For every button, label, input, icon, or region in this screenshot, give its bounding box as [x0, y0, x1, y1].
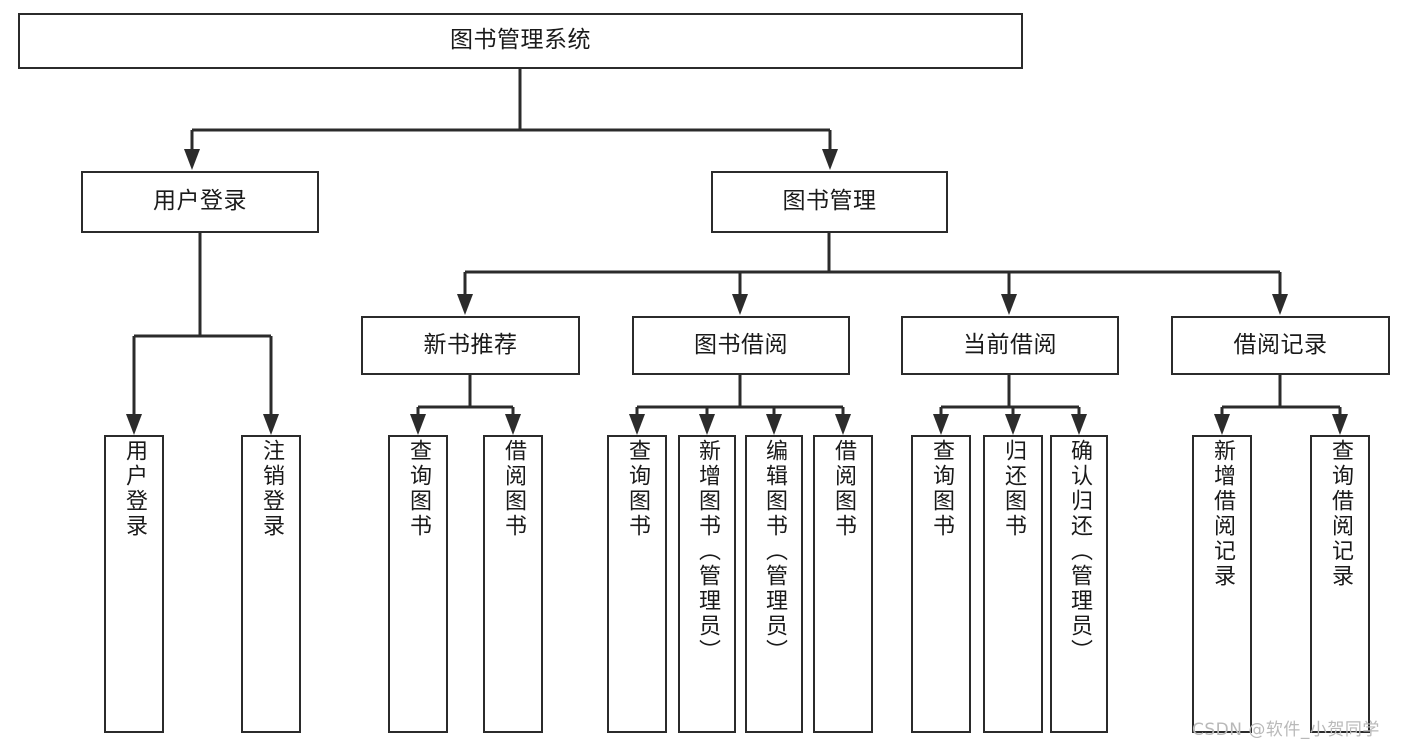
node-label-book-manage: 图书管理 — [782, 188, 877, 215]
node-book-manage: 图书管理 — [711, 171, 948, 233]
node-label-leaf-user-login: 用户登录 — [122, 439, 147, 539]
node-label-leaf-query-book-2: 查询图书 — [625, 439, 650, 539]
node-leaf-add-borrow-record: 新增借阅记录 — [1192, 435, 1252, 733]
node-leaf-confirm-return-admin: 确认归还（管理员） — [1050, 435, 1108, 733]
node-label-leaf-logout: 注销登录 — [259, 439, 284, 539]
node-current-borrow: 当前借阅 — [901, 316, 1119, 375]
node-leaf-return-book: 归还图书 — [983, 435, 1043, 733]
node-root: 图书管理系统 — [18, 13, 1023, 69]
node-leaf-user-login: 用户登录 — [104, 435, 164, 733]
node-leaf-query-borrow-record: 查询借阅记录 — [1310, 435, 1370, 733]
node-label-leaf-add-book-admin: 新增图书（管理员） — [695, 439, 720, 664]
node-label-book-borrow: 图书借阅 — [694, 331, 788, 358]
node-label-leaf-query-borrow-record: 查询借阅记录 — [1328, 439, 1353, 589]
node-label-user-login: 用户登录 — [153, 188, 247, 215]
node-leaf-query-book-2: 查询图书 — [607, 435, 667, 733]
node-book-borrow: 图书借阅 — [632, 316, 850, 375]
node-leaf-borrow-book-2: 借阅图书 — [813, 435, 873, 733]
node-user-login: 用户登录 — [81, 171, 319, 233]
node-label-borrow-record: 借阅记录 — [1233, 331, 1328, 358]
node-leaf-logout: 注销登录 — [241, 435, 301, 733]
csdn-watermark: CSDN @软件_小贺同学 — [1192, 720, 1380, 740]
node-label-leaf-edit-book-admin: 编辑图书（管理员） — [762, 439, 787, 664]
node-borrow-record: 借阅记录 — [1171, 316, 1390, 375]
node-label-leaf-return-book: 归还图书 — [1001, 439, 1026, 539]
node-leaf-query-book-1: 查询图书 — [388, 435, 448, 733]
node-label-leaf-confirm-return-admin: 确认归还（管理员） — [1067, 439, 1092, 664]
node-leaf-query-book-3: 查询图书 — [911, 435, 971, 733]
node-label-leaf-borrow-book-2: 借阅图书 — [831, 439, 856, 539]
node-leaf-edit-book-admin: 编辑图书（管理员） — [745, 435, 803, 733]
node-label-new-book-recommend: 新书推荐 — [423, 331, 518, 358]
node-leaf-add-book-admin: 新增图书（管理员） — [678, 435, 736, 733]
node-label-leaf-query-book-3: 查询图书 — [929, 439, 954, 539]
node-label-leaf-query-book-1: 查询图书 — [406, 439, 431, 539]
node-new-book-recommend: 新书推荐 — [361, 316, 580, 375]
node-label-current-borrow: 当前借阅 — [963, 331, 1057, 358]
connector-lines — [132, 69, 1342, 430]
node-leaf-borrow-book-1: 借阅图书 — [483, 435, 543, 733]
node-label-leaf-borrow-book-1: 借阅图书 — [501, 439, 526, 539]
node-label-leaf-add-borrow-record: 新增借阅记录 — [1210, 439, 1235, 589]
node-label-root: 图书管理系统 — [450, 27, 591, 54]
